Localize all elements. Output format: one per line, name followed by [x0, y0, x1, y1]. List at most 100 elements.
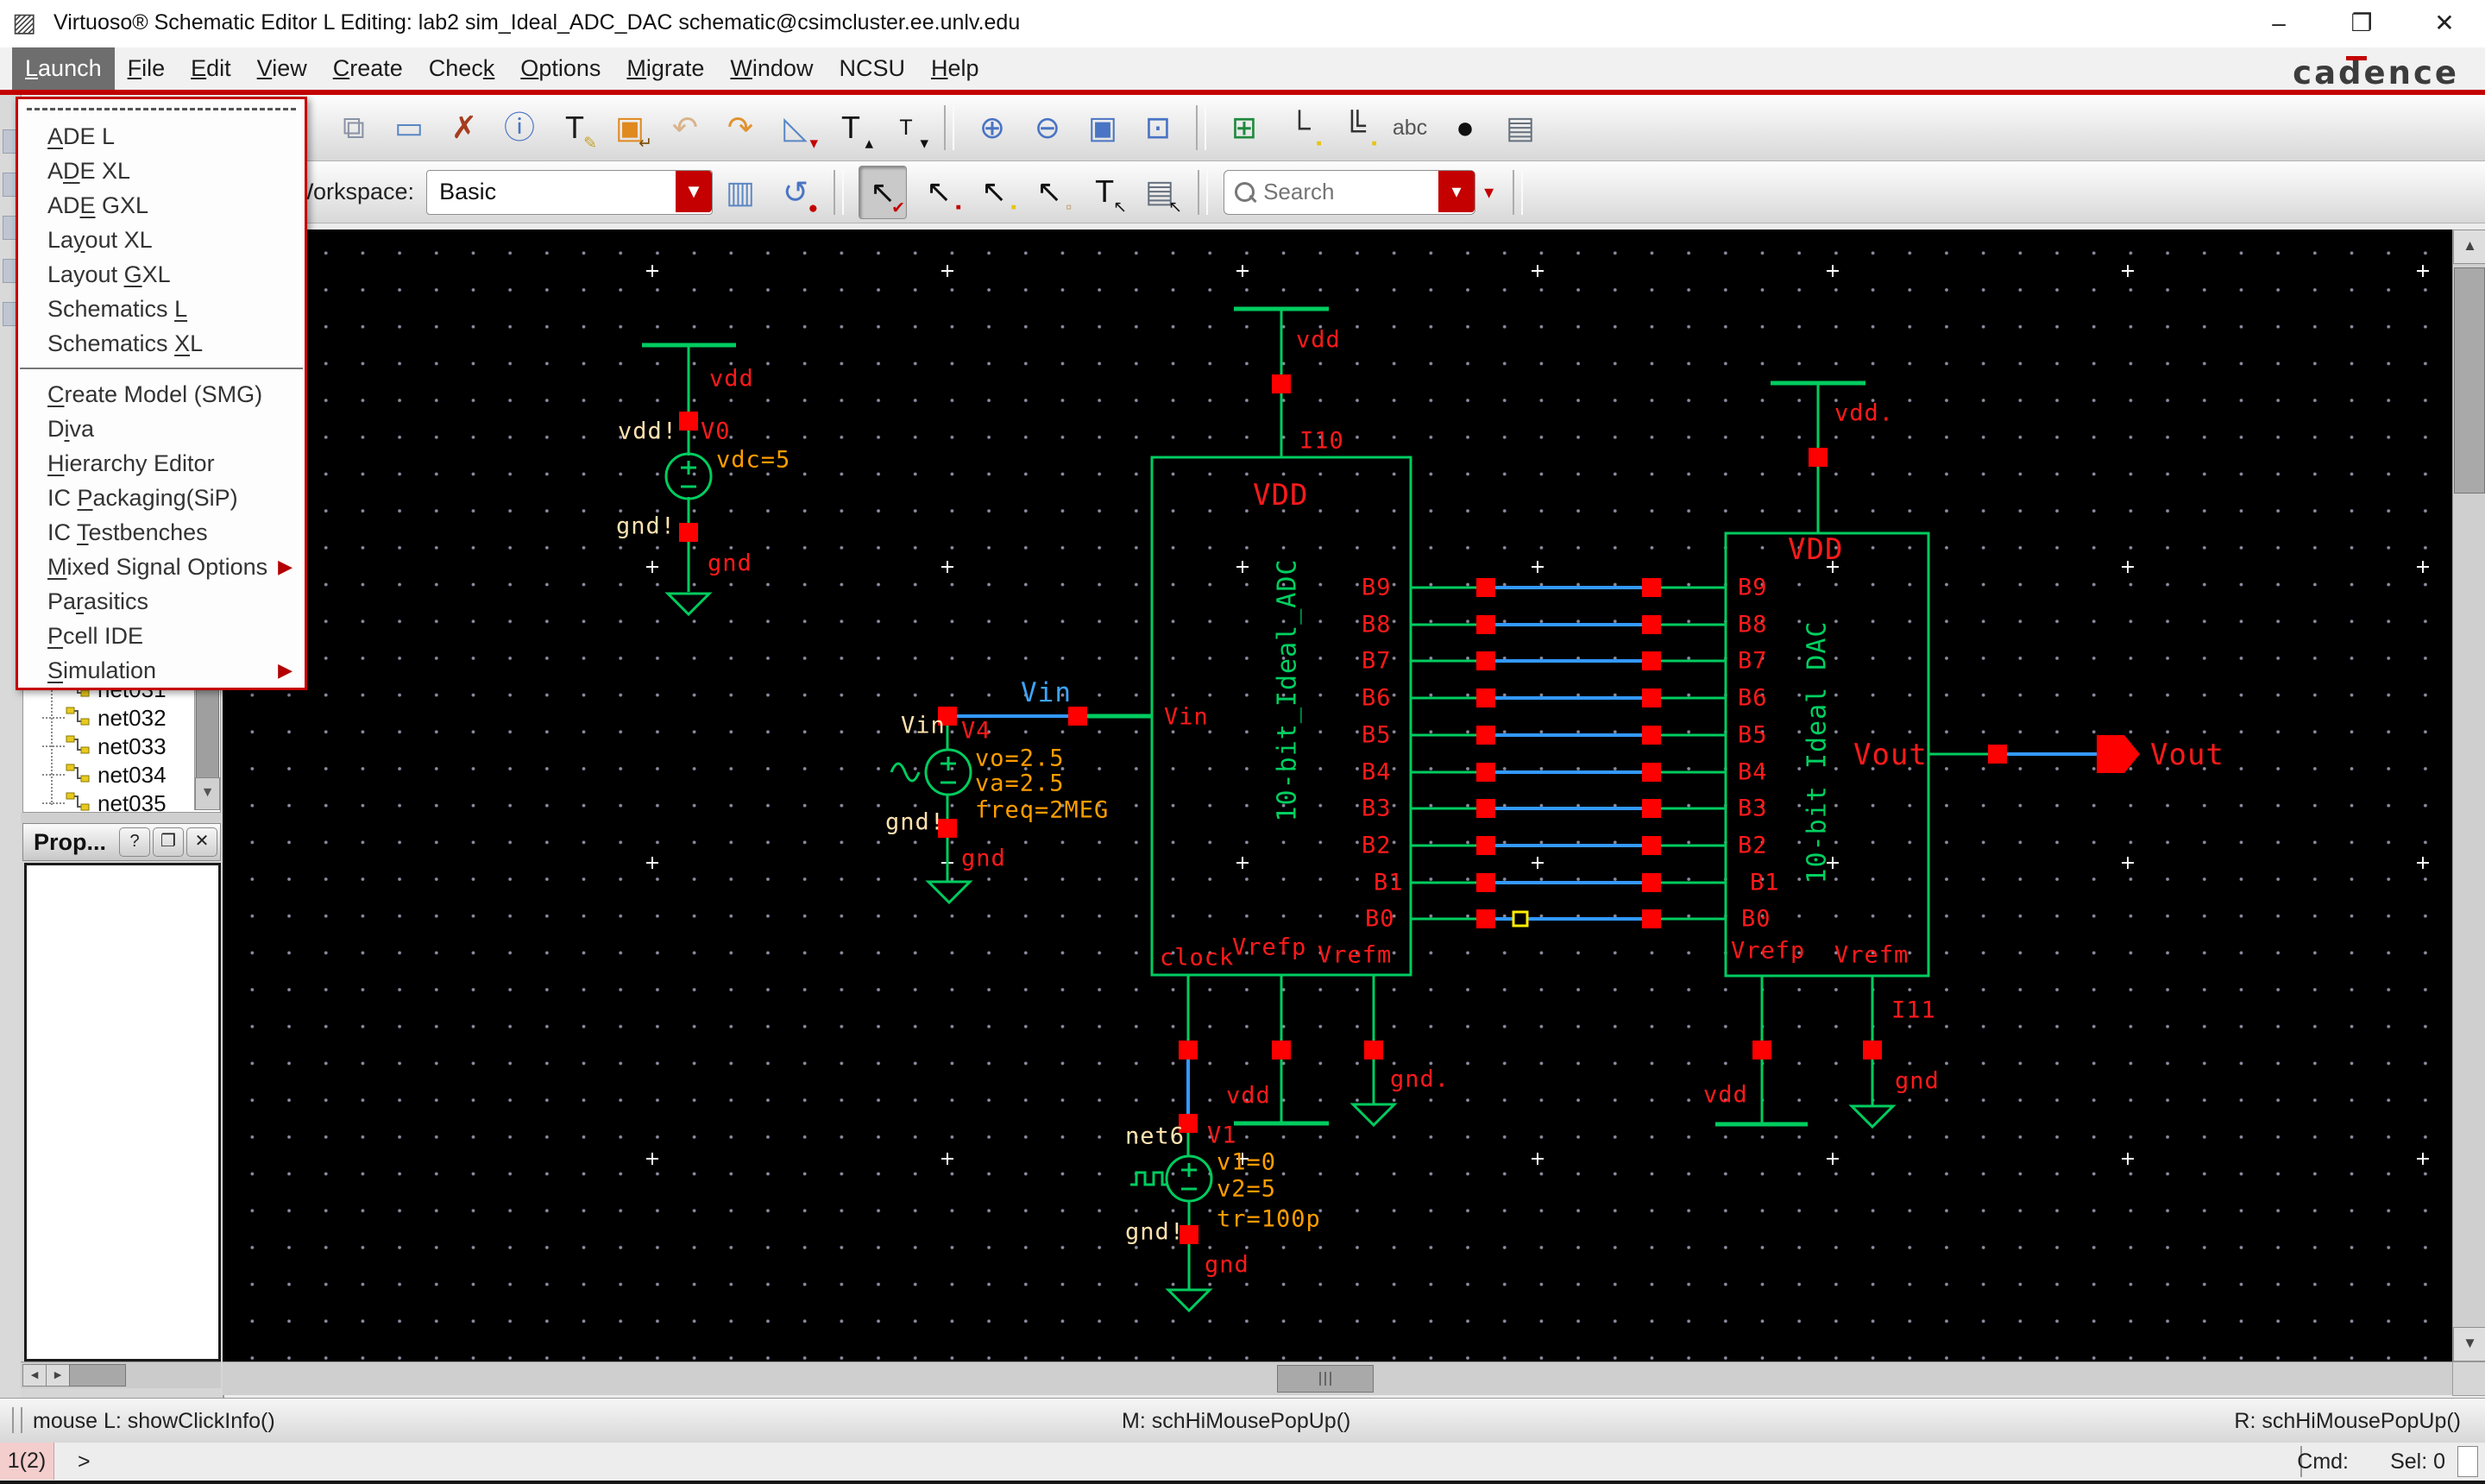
descend-icon[interactable]: ▣↵	[607, 102, 653, 154]
stretch-cursor-icon[interactable]: ↖▪	[915, 166, 962, 217]
launch-item-layout-xl[interactable]: Layout XL	[18, 223, 305, 257]
gnd-symbol[interactable]	[1353, 1104, 1394, 1125]
gnd-symbol[interactable]	[1852, 1106, 1893, 1127]
panel-splitter[interactable]	[21, 813, 221, 823]
output-pin[interactable]	[2097, 735, 2140, 773]
pin[interactable]	[1364, 1041, 1383, 1060]
vscroll-thumb[interactable]	[2454, 267, 2485, 494]
dc-source[interactable]	[666, 454, 711, 499]
menu-launch[interactable]: Launch	[12, 47, 115, 90]
cli-prompt[interactable]: >	[78, 1449, 91, 1475]
scroll-down-arrow[interactable]: ▼	[2453, 1327, 2485, 1361]
search-box[interactable]: ▾	[1224, 170, 1475, 215]
cmd-options-icon[interactable]: ▤↖	[1136, 166, 1183, 217]
pin[interactable]	[1272, 374, 1291, 393]
panel-scroll-left-arrow[interactable]: ◄	[22, 1364, 47, 1387]
launch-item-ic-testbenches[interactable]: IC Testbenches	[18, 515, 305, 550]
menu-migrate[interactable]: Migrate	[613, 47, 717, 90]
pin[interactable]	[1476, 689, 1495, 707]
stretch-icon[interactable]: ▭	[386, 102, 432, 154]
tree-scroll-down-arrow[interactable]: ▼	[195, 777, 220, 810]
panel-scroll-thumb[interactable]	[69, 1364, 126, 1387]
workspace-dropdown-arrow[interactable]: ▼	[676, 171, 712, 212]
search-dropdown-arrow[interactable]: ▾	[1438, 171, 1475, 212]
redo-icon[interactable]: ↷	[717, 102, 764, 154]
undo-icon[interactable]: ↶	[662, 102, 708, 154]
pin[interactable]	[1863, 1041, 1882, 1060]
schematic-canvas[interactable]: vddvdd!V0vdc=5gnd!gndVinV4Vinvo=2.5va=2.…	[223, 230, 2452, 1361]
close-button[interactable]: ✕	[2419, 5, 2469, 41]
delete-icon[interactable]: ✗	[441, 102, 488, 154]
panel-scroll-right-arrow[interactable]: ►	[46, 1364, 70, 1387]
workspace-combo[interactable]: Basic ▼	[426, 170, 713, 215]
search-input[interactable]	[1261, 178, 1420, 206]
help-icon[interactable]: ?	[119, 827, 150, 857]
pin[interactable]	[1642, 799, 1661, 818]
pin[interactable]	[679, 523, 698, 542]
selection-marker[interactable]	[1513, 912, 1527, 926]
menu-ncsu[interactable]: NCSU	[826, 47, 918, 90]
paste-cursor-icon[interactable]: ↖▫	[1026, 166, 1073, 217]
add-wide-wire-icon[interactable]: ╚▪	[1331, 102, 1378, 154]
pin[interactable]	[1476, 578, 1495, 597]
launch-item-schematics-l[interactable]: Schematics L	[18, 292, 305, 326]
gnd-symbol[interactable]	[928, 882, 970, 902]
sin-source[interactable]	[926, 750, 971, 795]
scroll-up-arrow[interactable]: ▲	[2453, 230, 2485, 264]
pin[interactable]	[1642, 909, 1661, 928]
launch-item-pcell-ide[interactable]: Pcell IDE	[18, 619, 305, 653]
save-workspace-icon[interactable]: ▥	[717, 167, 764, 218]
pin[interactable]	[1476, 763, 1495, 782]
gnd-symbol[interactable]	[1168, 1290, 1210, 1311]
hscroll-thumb[interactable]	[1277, 1365, 1374, 1393]
launch-item-ade-xl[interactable]: ADE XL	[18, 154, 305, 188]
launch-item-diva[interactable]: Diva	[18, 412, 305, 446]
restore-button[interactable]: ❐	[2337, 5, 2387, 41]
pin[interactable]	[1476, 836, 1495, 855]
menu-options[interactable]: Options	[507, 47, 613, 90]
pin[interactable]	[1642, 726, 1661, 745]
close-panel-icon[interactable]: ✕	[186, 827, 217, 857]
minimize-button[interactable]: –	[2254, 5, 2304, 41]
add-wire-name-icon[interactable]: abc	[1387, 102, 1433, 154]
pin[interactable]	[1642, 578, 1661, 597]
pin[interactable]	[1642, 651, 1661, 670]
panel-hscrollbar[interactable]: ◄ ►	[21, 1361, 221, 1388]
launch-item-ade-l[interactable]: ADE L	[18, 119, 305, 154]
add-pin-icon[interactable]: ●	[1442, 102, 1488, 154]
copy-cursor-icon[interactable]: ↖▪	[971, 166, 1017, 217]
launch-item-hierarchy-editor[interactable]: Hierarchy Editor	[18, 446, 305, 481]
menu-check[interactable]: Check	[416, 47, 508, 90]
zoom-fit-icon[interactable]: ▣	[1079, 102, 1126, 154]
gnd-symbol[interactable]	[668, 594, 709, 614]
add-instance-icon[interactable]: ⊞	[1221, 102, 1268, 154]
pin[interactable]	[679, 412, 698, 431]
tree-item-net032[interactable]: net032	[23, 704, 167, 732]
pin[interactable]	[1476, 726, 1495, 745]
launch-item-schematics-xl[interactable]: Schematics XL	[18, 326, 305, 361]
text-cursor-icon[interactable]: T↖	[1081, 166, 1128, 217]
zoom-in-icon[interactable]: ⊕	[969, 102, 1016, 154]
menu-help[interactable]: Help	[918, 47, 992, 90]
pin[interactable]	[1179, 1041, 1198, 1060]
pulse-source[interactable]	[1167, 1156, 1211, 1201]
pin[interactable]	[1642, 836, 1661, 855]
launch-item-mixed-signal-options[interactable]: Mixed Signal Options▶	[18, 550, 305, 584]
pin[interactable]	[1752, 1041, 1771, 1060]
canvas-hscrollbar[interactable]	[223, 1361, 2452, 1395]
tree-item-net033[interactable]: net033	[23, 733, 167, 760]
pin[interactable]	[1642, 689, 1661, 707]
pin[interactable]	[1476, 615, 1495, 634]
menu-window[interactable]: Window	[717, 47, 826, 90]
menu-create[interactable]: Create	[320, 47, 416, 90]
edit-text-icon[interactable]: T✎	[551, 102, 598, 154]
launch-item-layout-gxl[interactable]: Layout GXL	[18, 257, 305, 292]
text-height-down-icon[interactable]: T▾	[883, 102, 929, 154]
zoom-out-icon[interactable]: ⊖	[1024, 102, 1071, 154]
pin[interactable]	[1476, 873, 1495, 892]
revert-workspace-icon[interactable]: ↺●	[772, 167, 819, 218]
pin[interactable]	[1476, 799, 1495, 818]
tree-item-net034[interactable]: net034	[23, 761, 167, 789]
pin[interactable]	[1988, 745, 2007, 764]
launch-item-parasitics[interactable]: Parasitics	[18, 584, 305, 619]
